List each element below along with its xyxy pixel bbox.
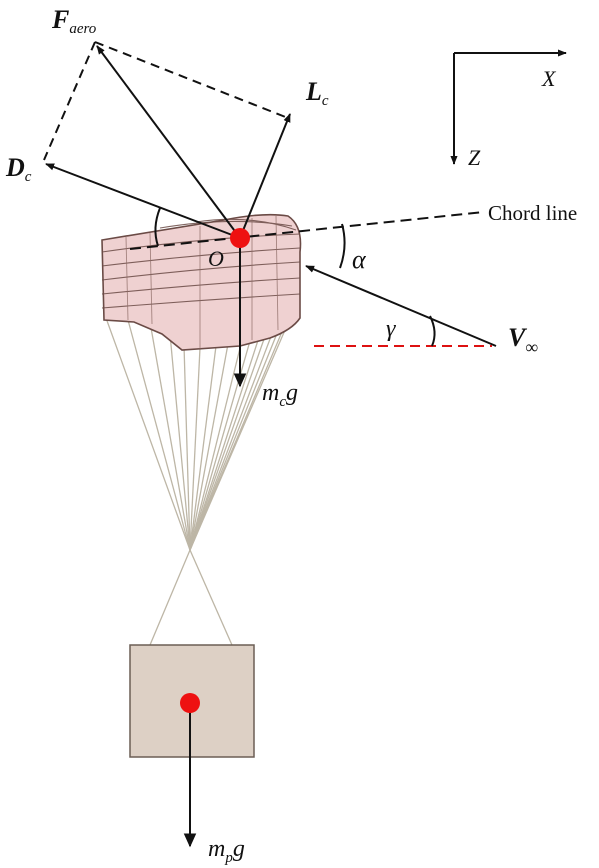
payload-center-of-mass	[180, 693, 200, 713]
x-axis-label: X	[541, 66, 557, 91]
axis-indicator	[450, 49, 567, 165]
force-parallelogram	[43, 41, 289, 161]
canopy-weight-label: mcg	[262, 380, 298, 410]
drag-arrow	[45, 163, 241, 239]
angle-arc	[154, 207, 161, 247]
alpha-label: α	[352, 245, 367, 274]
chord-line	[129, 211, 485, 250]
f-aero-label: Faero	[51, 5, 97, 37]
canopy-center-of-mass	[230, 228, 250, 248]
f-aero-arrow	[96, 45, 241, 239]
origin-label: O	[208, 246, 224, 271]
z-axis-label: Z	[468, 145, 481, 170]
gamma-arc	[429, 315, 436, 347]
payload-weight-label: mpg	[208, 836, 245, 866]
canopy	[101, 213, 302, 351]
lift-arrow	[239, 113, 291, 239]
suspension-lines	[105, 297, 299, 646]
chord-line-label: Chord line	[488, 201, 577, 225]
velocity-arrow	[305, 265, 497, 347]
alpha-arc	[339, 223, 346, 269]
lift-label: Lc	[305, 77, 329, 109]
velocity-label: V∞	[508, 323, 538, 357]
drag-label: Dc	[5, 153, 32, 185]
gamma-label: γ	[386, 316, 396, 342]
